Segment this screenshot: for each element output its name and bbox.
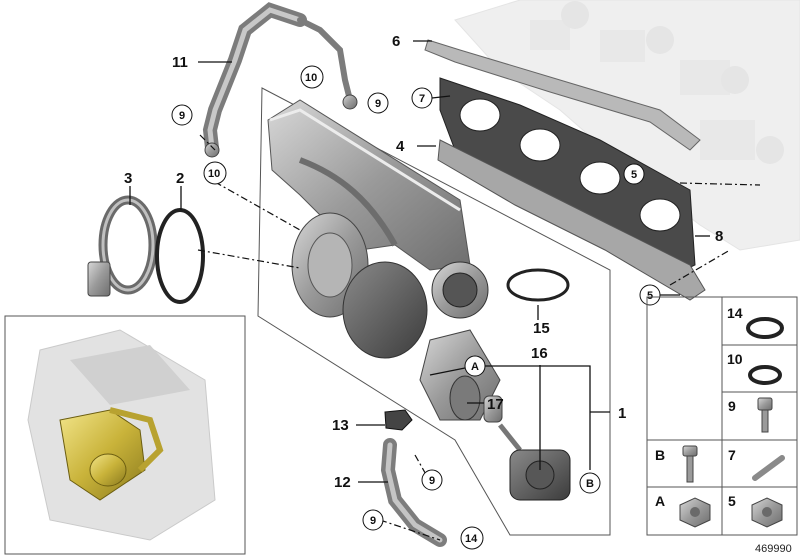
- callout-9b: 9: [179, 110, 185, 122]
- table-label-14: 14: [727, 305, 743, 321]
- table-label-7: 7: [728, 447, 736, 463]
- callout-6: 6: [392, 33, 400, 50]
- callout-2: 2: [176, 170, 184, 187]
- gasket-ring-2: [155, 208, 205, 304]
- gasket-13: [384, 409, 413, 431]
- callout-17: 17: [487, 396, 504, 413]
- inset-engine-view: [4, 315, 246, 555]
- callout-5b: 5: [647, 290, 653, 302]
- v-band-clamp-3: [87, 195, 158, 297]
- sleeve-17: [483, 395, 503, 423]
- callout-10b: 10: [208, 168, 220, 180]
- callout-16: 16: [531, 345, 548, 362]
- actuator-16: [498, 423, 571, 501]
- table-label-A: A: [655, 493, 665, 509]
- gasket-ring-15: [506, 268, 570, 302]
- table-label-9: 9: [728, 398, 736, 414]
- callout-10a: 10: [305, 72, 317, 84]
- callout-B: B: [586, 478, 594, 490]
- callout-7: 7: [419, 93, 425, 105]
- table-label-B: B: [655, 447, 665, 463]
- callout-A: A: [471, 361, 479, 373]
- callout-15: 15: [533, 320, 550, 337]
- heat-strip-4: [437, 139, 706, 301]
- callout-11: 11: [172, 54, 188, 71]
- table-label-5: 5: [728, 493, 736, 509]
- callout-8: 8: [715, 228, 723, 245]
- callout-14: 14: [465, 533, 478, 545]
- callout-4: 4: [396, 138, 405, 155]
- reference-number: 469990: [755, 543, 792, 555]
- callout-1: 1: [618, 405, 626, 422]
- table-label-10: 10: [727, 351, 743, 367]
- engine-head-ghost: [454, 0, 800, 251]
- leader-lines: [129, 40, 761, 541]
- callout-3: 3: [124, 170, 132, 187]
- callout-5a: 5: [631, 169, 637, 181]
- turbocharger: [291, 212, 501, 421]
- gasket-strip-6: [424, 39, 701, 151]
- callout-9a: 9: [375, 98, 381, 110]
- callout-13: 13: [332, 417, 349, 434]
- assembly-outline: [257, 87, 611, 536]
- manifold-gasket-8: [439, 77, 696, 273]
- exhaust-manifold: [267, 99, 471, 271]
- callout-9d: 9: [370, 515, 376, 527]
- circled-callouts: 10 9 9 10 7 5 5 A B 9 9 14: [171, 65, 661, 550]
- callout-9c: 9: [429, 475, 435, 487]
- parts-table: 14 10 9 B 7 A 5: [646, 296, 798, 536]
- callout-12: 12: [334, 474, 351, 491]
